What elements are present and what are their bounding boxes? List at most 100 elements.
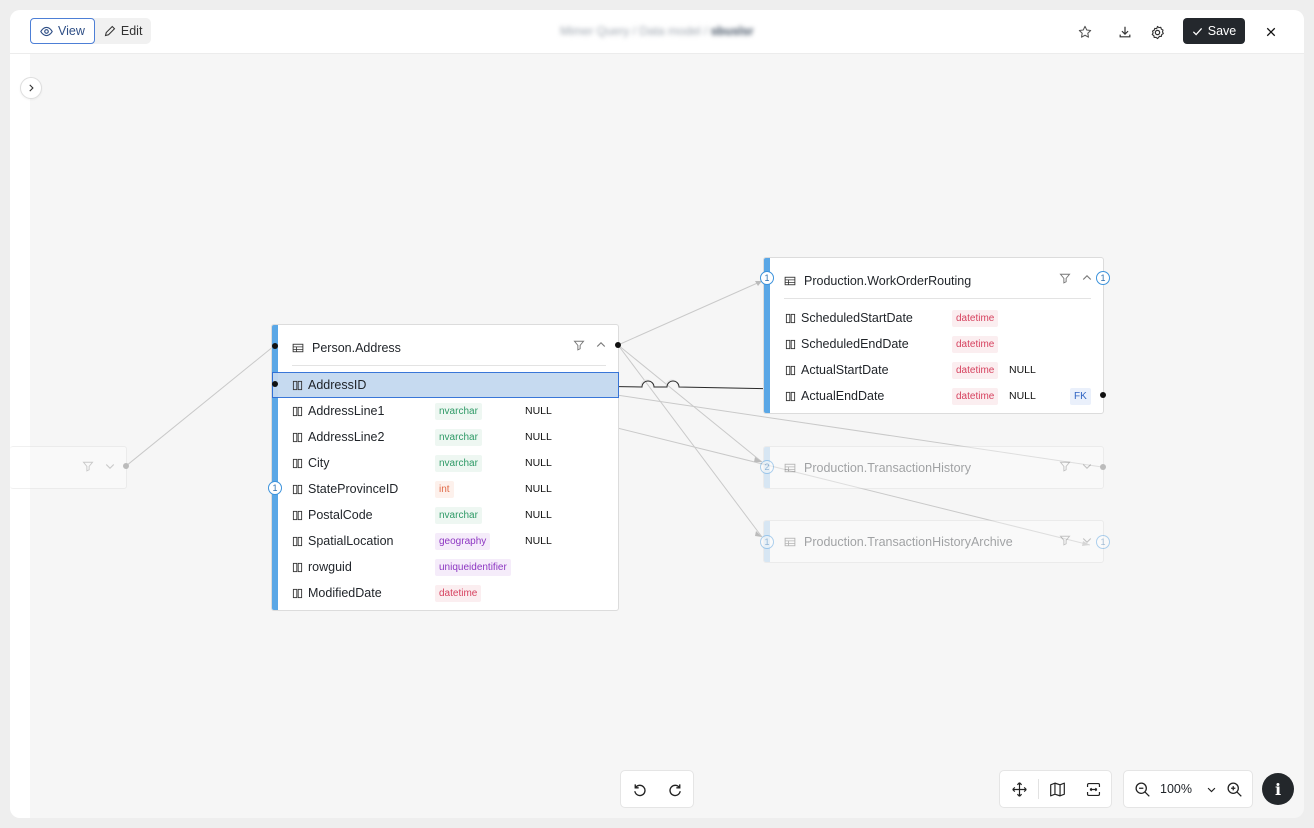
type-badge: geography — [435, 532, 491, 550]
selected-row-highlight — [272, 372, 619, 398]
column-row-addressline1[interactable]: AddressLine1 nvarchar NULL — [292, 400, 552, 422]
table-name: Production.WorkOrderRouting — [804, 274, 972, 288]
table-header-actions — [1059, 534, 1093, 546]
undo-button[interactable] — [621, 771, 657, 807]
favorite-button[interactable] — [1075, 22, 1095, 42]
eye-icon — [40, 26, 53, 36]
table-card-workorderrouting[interactable]: Production.WorkOrderRouting ScheduledSta… — [763, 257, 1104, 414]
type-badge: nvarchar — [435, 402, 482, 420]
relation-count-badge[interactable]: 2 — [760, 460, 774, 474]
relation-count-badge[interactable]: 1 — [760, 535, 774, 549]
column-icon — [292, 510, 303, 520]
nullable-label: NULL — [525, 535, 552, 547]
move-icon — [1011, 781, 1027, 797]
column-row-postalcode[interactable]: PostalCode nvarchar NULL — [292, 504, 552, 526]
minimap-button[interactable] — [1039, 771, 1075, 807]
relation-count-badge[interactable]: 1 — [268, 481, 282, 495]
pan-tool-button[interactable] — [1000, 771, 1038, 807]
left-rail — [10, 54, 30, 818]
download-button[interactable] — [1115, 22, 1135, 42]
column-icon — [292, 406, 303, 416]
type-badge: nvarchar — [435, 506, 482, 524]
column-icon — [292, 536, 303, 546]
chevron-down-icon[interactable] — [1081, 460, 1093, 472]
type-badge: datetime — [435, 584, 482, 602]
close-button[interactable] — [1261, 22, 1281, 42]
column-row-actualstartdate[interactable]: ActualStartDate datetime NULL — [785, 359, 1036, 381]
column-name: PostalCode — [308, 508, 373, 522]
view-mode-button[interactable]: View — [30, 18, 95, 44]
connector-dot[interactable] — [615, 342, 621, 348]
chevron-down-icon[interactable] — [1206, 784, 1217, 795]
column-row-stateprovinceid[interactable]: StateProvinceID int NULL — [292, 478, 552, 500]
table-icon — [292, 343, 304, 353]
table-card-transactionhistory[interactable]: Production.TransactionHistory — [763, 446, 1104, 489]
zoom-level-select[interactable]: 100% — [1160, 782, 1212, 796]
table-icon — [784, 537, 796, 547]
edit-mode-button[interactable]: Edit — [95, 18, 152, 44]
chevron-up-icon[interactable] — [595, 339, 607, 351]
filter-icon[interactable] — [1059, 460, 1071, 472]
connector-dot[interactable] — [272, 381, 278, 387]
relation-count-badge[interactable]: 1 — [1096, 271, 1110, 285]
undo-icon — [633, 783, 646, 796]
relation-count-badge[interactable]: 1 — [760, 271, 774, 285]
table-icon — [784, 276, 796, 286]
fit-view-button[interactable] — [1075, 771, 1111, 807]
nullable-label: NULL — [1009, 364, 1036, 376]
mode-switch: View Edit — [30, 18, 152, 44]
table-card-person-address[interactable]: Person.Address AddressID AddressLine1 nv… — [271, 324, 619, 611]
column-icon — [292, 458, 303, 468]
column-row-actualenddate[interactable]: ActualEndDate datetime NULL FK — [785, 385, 1095, 407]
table-icon — [784, 463, 796, 473]
table-card-offscreen[interactable] — [10, 446, 127, 489]
column-row-scheduledstartdate[interactable]: ScheduledStartDate datetime — [785, 307, 999, 329]
map-icon — [1049, 782, 1065, 796]
filter-icon[interactable] — [573, 339, 585, 351]
column-row-rowguid[interactable]: rowguid uniqueidentifier — [292, 556, 511, 578]
redo-button[interactable] — [657, 771, 693, 807]
table-name: Production.TransactionHistory — [804, 461, 971, 475]
chevron-down-icon — [105, 464, 115, 470]
chevron-down-icon[interactable] — [1081, 534, 1093, 546]
table-header: Person.Address — [292, 339, 401, 357]
info-button[interactable]: i — [1262, 773, 1294, 805]
connector-dot[interactable] — [1100, 392, 1106, 398]
expand-sidebar-button[interactable] — [20, 77, 42, 99]
filter-icon[interactable] — [1059, 534, 1071, 546]
breadcrumb-item[interactable]: Mimer Query — [560, 24, 630, 38]
pencil-icon — [104, 25, 116, 37]
connector-dot[interactable] — [272, 343, 278, 349]
divider — [1038, 779, 1039, 799]
column-row-scheduledenddate[interactable]: ScheduledEndDate datetime — [785, 333, 999, 355]
filter-icon[interactable] — [1059, 272, 1071, 284]
column-icon — [785, 339, 796, 349]
breadcrumb-item[interactable]: Data model — [639, 24, 701, 38]
zoom-in-button[interactable] — [1217, 771, 1251, 807]
column-row-modifieddate[interactable]: ModifiedDate datetime — [292, 582, 482, 604]
column-name: AddressLine1 — [308, 404, 385, 418]
chevron-up-icon[interactable] — [1081, 272, 1093, 284]
column-icon — [292, 380, 303, 390]
zoom-level: 100% — [1160, 782, 1192, 796]
history-controls — [620, 770, 694, 808]
type-badge: uniqueidentifier — [435, 558, 511, 576]
table-header: Production.TransactionHistoryArchive — [784, 533, 1013, 551]
column-row-addressline2[interactable]: AddressLine2 nvarchar NULL — [292, 426, 552, 448]
column-icon — [785, 391, 796, 401]
foreign-key-badge: FK — [1070, 387, 1091, 405]
table-card-transactionhistoryarchive[interactable]: Production.TransactionHistoryArchive — [763, 520, 1104, 563]
connector-dot[interactable] — [123, 463, 129, 469]
settings-button[interactable] — [1147, 22, 1167, 42]
zoom-out-button[interactable] — [1124, 771, 1160, 807]
connector-dot[interactable] — [1100, 464, 1106, 470]
type-badge: datetime — [952, 387, 999, 405]
nullable-label: NULL — [1009, 390, 1036, 402]
column-name: ModifiedDate — [308, 586, 382, 600]
save-button[interactable]: Save — [1183, 18, 1245, 44]
column-row-addressid[interactable]: AddressID — [292, 374, 435, 396]
column-row-city[interactable]: City nvarchar NULL — [292, 452, 552, 474]
relation-count-badge[interactable]: 1 — [1096, 535, 1110, 549]
nullable-label: NULL — [525, 431, 552, 443]
column-row-spatiallocation[interactable]: SpatialLocation geography NULL — [292, 530, 552, 552]
